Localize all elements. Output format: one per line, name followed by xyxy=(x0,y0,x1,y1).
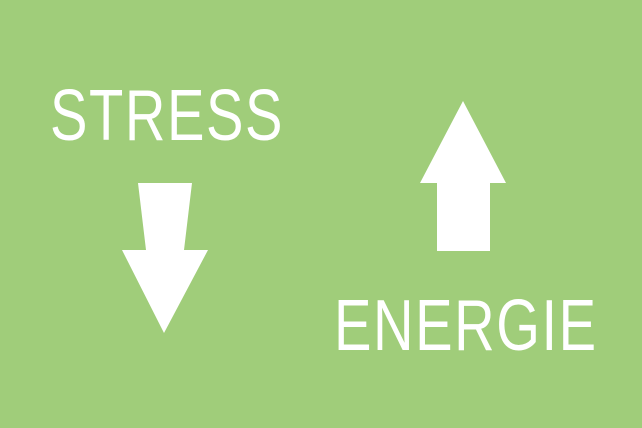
energie-label: ENERGIE xyxy=(334,286,598,366)
stress-label: STRESS xyxy=(50,76,285,156)
